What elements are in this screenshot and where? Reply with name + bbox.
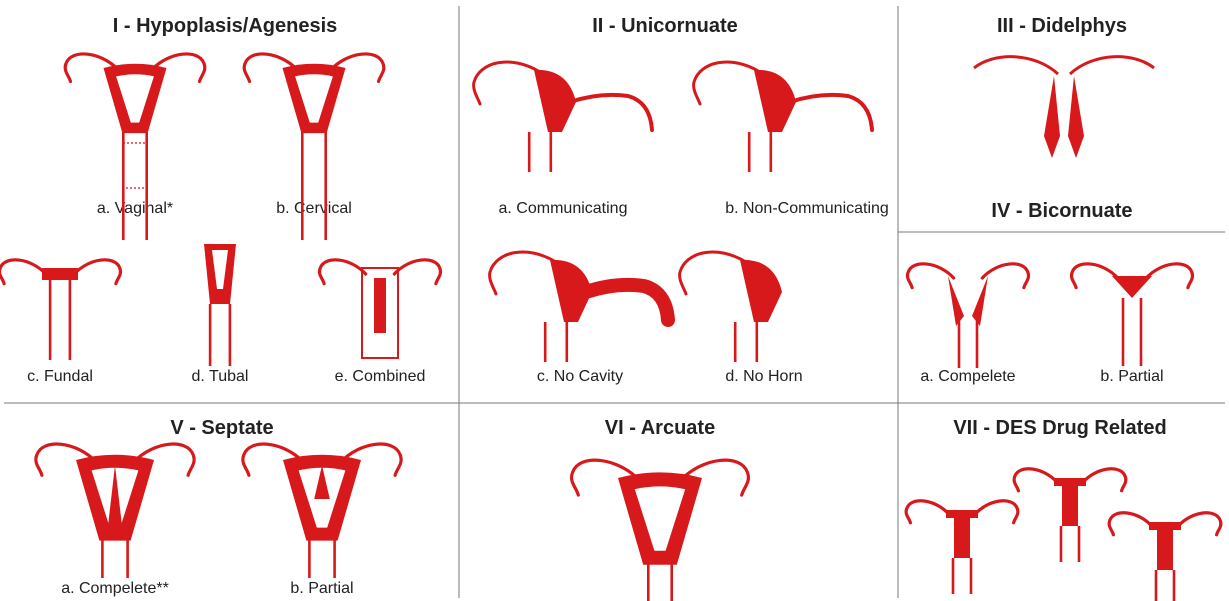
uterus-uni-nocavity: [490, 252, 668, 362]
label-bicornuate-complete: a. Compelete: [920, 368, 1015, 385]
label-uni-nocavity: c. No Cavity: [537, 368, 623, 385]
uterus-des-1: [1014, 469, 1126, 562]
uterus-des-3: [1109, 513, 1221, 601]
label-combined: e. Combined: [335, 368, 426, 385]
uterus-uni-noncommunicating: [694, 62, 872, 172]
uterus-didelphys: [974, 57, 1154, 158]
uterus-septate-complete: [36, 444, 194, 578]
label-septate-complete: a. Compelete**: [61, 580, 169, 597]
panel-title-class-6: VI - Arcuate: [605, 417, 715, 439]
panel-title-class-5: V - Septate: [170, 417, 273, 439]
uterus-combined: [319, 260, 440, 358]
label-uni-communicating: a. Communicating: [499, 200, 628, 217]
panel-title-class-3: III - Didelphys: [997, 15, 1127, 37]
uterus-tubal: [204, 244, 236, 366]
label-septate-partial: b. Partial: [290, 580, 353, 597]
panel-title-class-1: I - Hypoplasis/Agenesis: [113, 15, 338, 37]
label-uni-noncommunicating: b. Non-Communicating: [725, 200, 889, 217]
label-bicornuate-partial: b. Partial: [1100, 368, 1163, 385]
panel-title-class-7: VII - DES Drug Related: [953, 417, 1166, 439]
uterus-fundal: [0, 260, 121, 360]
label-vaginal: a. Vaginal*: [97, 200, 173, 217]
label-cervical: b. Cervical: [276, 200, 352, 217]
uterus-uni-nohorn: [680, 252, 782, 362]
uterus-septate-partial: [243, 444, 401, 578]
uterus-des-2: [906, 501, 1018, 594]
uterus-bicornuate-partial: [1071, 264, 1192, 366]
uterus-arcuate: [572, 460, 749, 601]
illustration-layer: [0, 54, 1221, 601]
label-uni-nohorn: d. No Horn: [725, 368, 802, 385]
uterus-bicornuate-complete: [907, 264, 1028, 368]
panel-title-class-2: II - Unicornuate: [592, 15, 738, 37]
panel-title-class-4: IV - Bicornuate: [991, 200, 1132, 222]
label-fundal: c. Fundal: [27, 368, 93, 385]
label-tubal: d. Tubal: [192, 368, 249, 385]
uterus-uni-communicating: [474, 62, 652, 172]
